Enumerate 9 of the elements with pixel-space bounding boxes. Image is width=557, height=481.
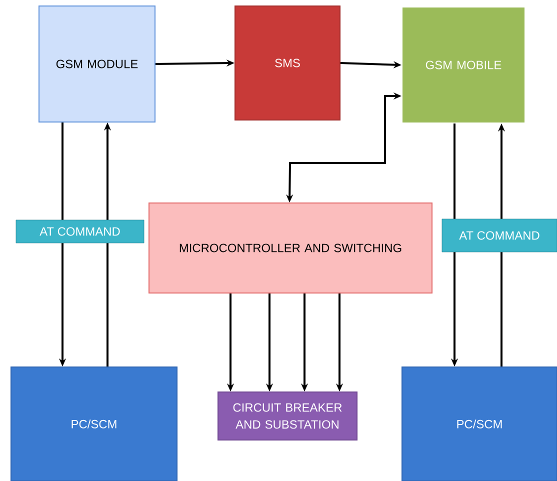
controller-box: MICROCONTROLLER AND SWITCHING [148, 202, 432, 294]
module-box: GSM MODULE [38, 6, 156, 122]
mobile-box: GSM MOBILE [402, 6, 526, 124]
sms-box: SMS [234, 6, 340, 120]
pc-box: PC/SCM [10, 366, 178, 481]
breaker-box: CIRCUIT BREAKER AND SUBSTATION [218, 391, 358, 440]
command-badge: AT COMMAND [442, 218, 557, 252]
command-badge: AT COMMAND [16, 220, 144, 244]
pc-box: PC/SCM [402, 366, 557, 481]
